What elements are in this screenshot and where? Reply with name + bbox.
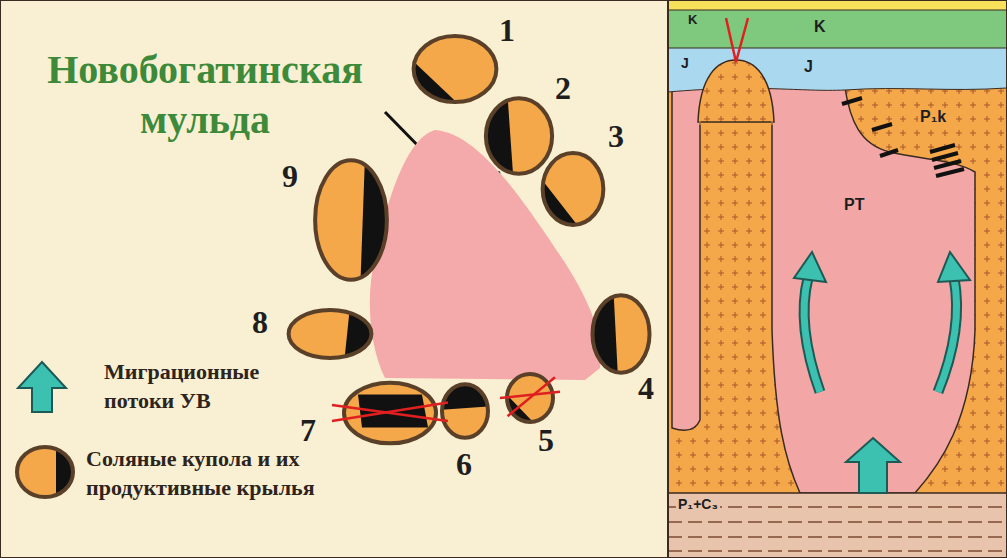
top-layer	[668, 0, 1007, 11]
dome-shape	[312, 155, 390, 285]
dome-outline	[414, 36, 497, 102]
layer-label: J	[679, 56, 691, 71]
oil-shows	[930, 145, 955, 152]
fault	[726, 18, 748, 62]
callout-number: 7	[300, 414, 316, 446]
dome-outline	[315, 160, 387, 280]
dome-outline	[289, 310, 372, 358]
callout-number: 2	[555, 72, 571, 104]
salt-dome: 9	[312, 155, 390, 285]
region-title: Новобогатинская мульда	[10, 45, 400, 145]
salt-dome: 2	[483, 95, 555, 177]
oil-shows	[934, 161, 961, 168]
salt-dome: 5	[505, 372, 555, 424]
salt-dome: 7	[340, 380, 440, 446]
oil-shows	[872, 124, 892, 130]
migration-arrow-section	[938, 278, 956, 392]
legend-arrow-icon	[18, 362, 66, 412]
migration-arrow-section	[938, 278, 956, 392]
strata-lines	[668, 536, 1007, 538]
migration-arrow-section	[804, 278, 820, 392]
legend-text: Миграционные потоки УВ	[104, 358, 314, 415]
salt-dome: 3	[540, 150, 606, 228]
layer-label: K	[812, 18, 828, 36]
dome-shape	[590, 292, 652, 376]
callout-number: 9	[282, 160, 298, 192]
callout-number: 8	[252, 306, 268, 338]
layer-label: P₁k	[918, 108, 948, 126]
dome-shape	[505, 372, 555, 424]
oil-shows	[842, 98, 862, 104]
oil-shows	[880, 150, 898, 156]
cross-section	[700, 118, 772, 125]
callout-number: 5	[538, 424, 554, 456]
oil-shows	[936, 169, 964, 176]
salt-dome: 8	[285, 308, 375, 360]
left-panel	[0, 0, 668, 558]
dome-fill	[414, 36, 497, 102]
fault-line	[332, 402, 448, 420]
dome-shape	[440, 382, 490, 440]
dome-outline	[486, 98, 552, 173]
strata-lines	[668, 521, 1007, 523]
migration-arrow-section	[846, 438, 900, 493]
callout-number: 6	[456, 448, 472, 480]
dome-outline	[592, 295, 649, 372]
left-panel	[0, 0, 668, 558]
callout-number: 1	[499, 14, 515, 46]
migration-arrow-section	[938, 252, 970, 282]
migration-arrow-section	[804, 278, 820, 392]
salt-dome: 4	[590, 292, 652, 376]
callout-number: 4	[638, 372, 654, 404]
fault-line	[508, 377, 556, 416]
legend-text: Соляные купола и их продуктивные крылья	[86, 445, 366, 502]
legend-dome-icon	[17, 447, 73, 497]
cross-section	[668, 80, 1007, 495]
salt-dome: 6	[440, 382, 490, 440]
oil-shows	[932, 153, 958, 160]
salt-body	[672, 88, 975, 493]
dome-outline	[543, 153, 604, 225]
dome-shape	[340, 380, 440, 446]
dome-fill	[543, 153, 604, 225]
panel-divider	[667, 0, 669, 558]
strata-lines	[668, 550, 1007, 552]
strata-lines	[668, 507, 1007, 551]
cross-section	[668, 0, 1007, 558]
dome-outline	[442, 384, 488, 437]
oil-shows	[842, 98, 964, 176]
dome-shape	[483, 95, 555, 177]
layer-label: K	[686, 13, 699, 27]
legend-arrow-icon	[18, 362, 66, 412]
dome-shape	[540, 150, 606, 228]
cross-section	[668, 10, 1007, 11]
cross-section	[668, 493, 1007, 558]
cross-section	[668, 492, 1007, 494]
salt-dome: 1	[410, 33, 500, 105]
callout-number: 3	[608, 120, 624, 152]
migration-arrow-section	[794, 252, 826, 282]
dome-shape	[410, 33, 500, 105]
dome-shape	[285, 308, 375, 360]
layer-label: P₁+C₃	[676, 497, 720, 512]
layer-label: PT	[842, 196, 866, 214]
migration-arrow-section	[794, 252, 970, 493]
salt-stock	[698, 60, 774, 122]
cretaceous-layer	[668, 10, 1007, 50]
layer-label: J	[802, 58, 815, 76]
legend-dome-icon	[17, 440, 81, 510]
